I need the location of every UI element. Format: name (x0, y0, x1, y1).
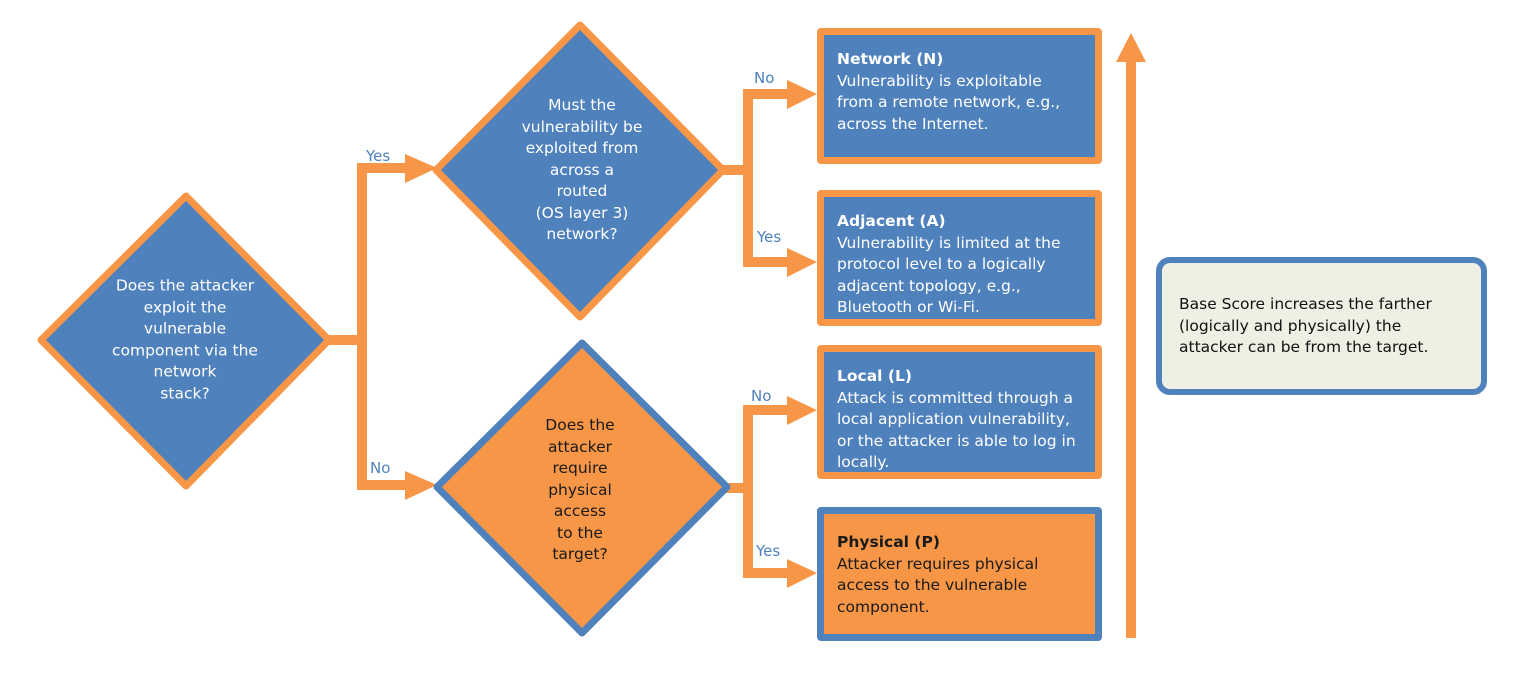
outcome-title-physical: Physical (P) (837, 533, 940, 551)
decision-diamond-network-stack (37, 192, 333, 490)
connector-routed-no-line (743, 89, 790, 99)
connector-routed-yes-line (743, 257, 790, 267)
base-score-note: Base Score increases the farther (logica… (1156, 257, 1487, 395)
edge-label-stack-no: No (370, 459, 391, 477)
arrowhead-stack-no (405, 471, 437, 500)
decision-diamond-routed-network (432, 21, 727, 321)
scale-arrow-shaft (1126, 58, 1136, 638)
outcome-title-network: Network (N) (837, 50, 944, 68)
outcome-title-adjacent: Adjacent (A) (837, 212, 946, 230)
edge-label-routed-no: No (754, 69, 775, 87)
connector-routed-stub (720, 165, 753, 175)
decision-text-routed-network: Must the vulnerability be exploited from… (521, 95, 643, 243)
decision-text-physical-access: Does the attacker require physical acces… (545, 415, 615, 563)
scale-arrow-head (1116, 33, 1146, 62)
arrowhead-stack-yes (405, 154, 437, 183)
connector-stack-no-line (357, 480, 407, 490)
outcome-description-network: Vulnerability is exploitable from a remo… (837, 71, 1061, 133)
connector-routed-trunk (743, 89, 753, 267)
arrowhead-routed-yes (787, 248, 817, 277)
connector-physical-stub (724, 483, 753, 493)
arrowhead-physical-no (787, 396, 817, 425)
arrowhead-routed-no (787, 80, 817, 109)
edge-label-physical-no: No (751, 387, 772, 405)
connector-physical-yes-line (743, 568, 790, 578)
outcome-box-physical: Physical (P) Attacker requires physical … (817, 507, 1102, 641)
edge-label-stack-yes: Yes (366, 147, 391, 165)
outcome-box-adjacent: Adjacent (A) Vulnerability is limited at… (817, 190, 1102, 326)
outcome-description-local: Attack is committed through a local appl… (837, 388, 1076, 472)
outcome-description-adjacent: Vulnerability is limited at the protocol… (837, 233, 1061, 317)
connector-stack-trunk (357, 163, 367, 490)
arrowhead-physical-yes (787, 559, 817, 588)
edge-label-routed-yes: Yes (757, 228, 782, 246)
connector-stack-yes-line (357, 163, 407, 173)
connector-stack-stub (326, 335, 366, 345)
connector-physical-no-line (743, 405, 790, 415)
base-score-note-text: Base Score increases the farther (logica… (1179, 295, 1432, 356)
outcome-box-network: Network (N) Vulnerability is exploitable… (817, 28, 1102, 164)
outcome-title-local: Local (L) (837, 367, 912, 385)
outcome-box-local: Local (L) Attack is committed through a … (817, 345, 1102, 479)
edge-label-physical-yes: Yes (756, 542, 781, 560)
connector-physical-trunk (743, 405, 753, 578)
decision-diamond-physical-access (433, 339, 731, 637)
decision-text-network-stack: Does the attacker exploit the vulnerable… (112, 276, 258, 403)
outcome-description-physical: Attacker requires physical access to the… (837, 554, 1039, 616)
